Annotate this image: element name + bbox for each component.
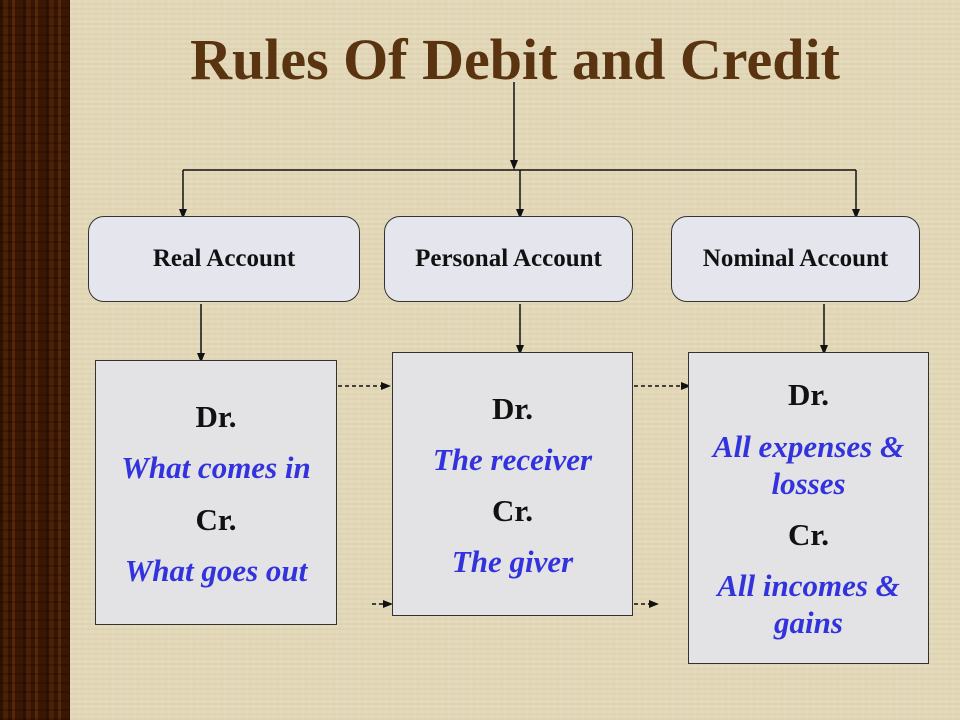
personal-cr-label: Cr. (491, 493, 534, 528)
real-cr-label: Cr. (195, 501, 237, 537)
real-rules-box: Dr. What comes in Cr. What goes out (95, 360, 337, 625)
nominal-dr-label: Dr. (787, 377, 830, 413)
page-title: Rules Of Debit and Credit (190, 27, 840, 92)
nominal-cr-rule: All incomes & gains (717, 568, 900, 641)
real-dr-label: Dr. (195, 399, 237, 435)
personal-rules-box: Dr. The receiver Cr. The giver (392, 352, 633, 616)
nominal-cr-label: Cr. (787, 517, 830, 552)
nominal-dr-rule: All expenses & losses (712, 428, 905, 501)
personal-dr-rule: The receiver (432, 441, 593, 477)
personal-dr-label: Dr. (491, 390, 534, 426)
real-dr-rule: What comes in (121, 450, 311, 486)
personal-account-label: Personal Account (415, 245, 602, 272)
real-cr-rule: What goes out (124, 552, 308, 588)
nominal-account-label: Nominal Account (702, 245, 889, 272)
real-account-box: Real Account (88, 216, 360, 302)
nominal-rules-box: Dr. All expenses & losses Cr. All income… (688, 352, 929, 664)
wood-border (0, 0, 70, 720)
personal-account-box: Personal Account (384, 216, 633, 302)
nominal-account-box: Nominal Account (671, 216, 920, 302)
personal-cr-rule: The giver (451, 544, 574, 580)
real-account-label: Real Account (152, 245, 296, 272)
